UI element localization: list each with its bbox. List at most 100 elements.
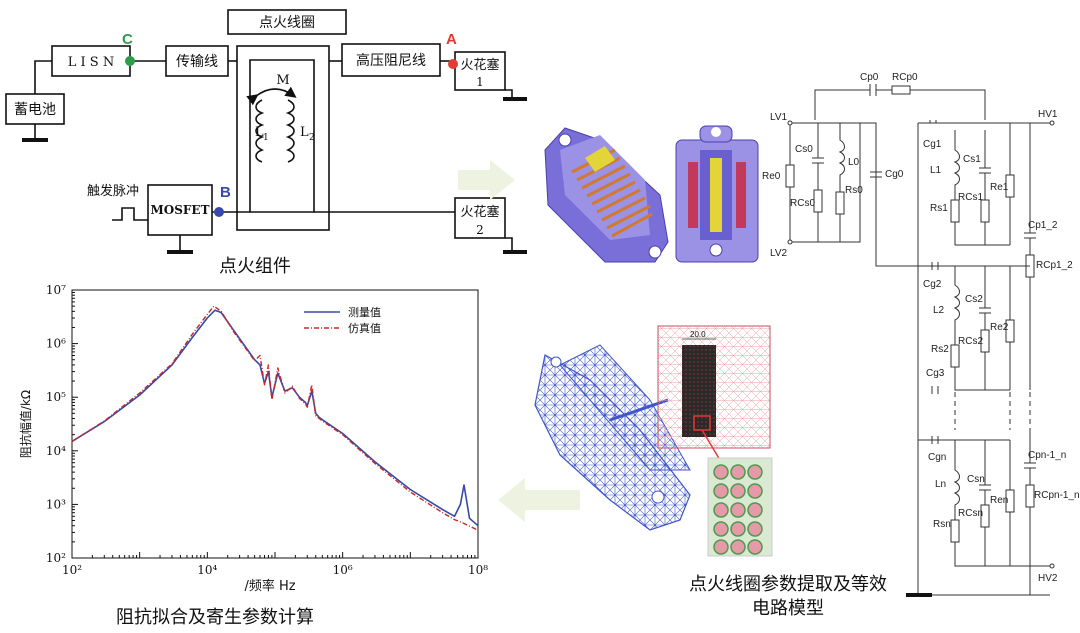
label-rs0: Rs0 xyxy=(845,185,863,196)
transmission-line-label: 传输线 xyxy=(176,54,218,70)
flow-arrow-left xyxy=(498,478,580,522)
battery-ground xyxy=(22,138,48,142)
trigger-pulse-label: 触发脉冲 xyxy=(87,183,139,199)
label-csn: Csn xyxy=(967,474,985,485)
ignition-caption: 点火组件 xyxy=(219,256,291,277)
ignition-circuit: 点火线圈 L I S N 传输线 高压阻尼线 火花塞 1 火花塞 2 蓄电池 M… xyxy=(5,9,527,277)
label-ln: Ln xyxy=(935,479,946,490)
label-rsn: Rsn xyxy=(933,519,951,530)
l1-label: L xyxy=(255,125,264,140)
hv-resistor-line-box xyxy=(341,43,441,77)
coil-3d-model xyxy=(544,127,669,263)
l1-winding xyxy=(255,99,265,163)
y-tick-label: 10² xyxy=(46,551,66,565)
mosfet-label: MOSFET xyxy=(151,203,210,217)
plot-frame xyxy=(71,289,479,559)
trigger-pulse-waveform xyxy=(112,207,148,221)
spark-plug-2-num: 2 xyxy=(476,223,484,237)
label-rcpn: RCpn-1_n xyxy=(1034,490,1080,501)
y-tick-label: 10⁵ xyxy=(46,390,66,404)
l1-sub: 1 xyxy=(263,133,269,143)
label-hv1: HV1 xyxy=(1038,109,1058,120)
label-lv2: LV2 xyxy=(770,248,787,259)
label-cp0: Cp0 xyxy=(860,72,879,83)
node-c xyxy=(125,56,135,66)
label-cpn: Cpn-1_n xyxy=(1028,450,1066,461)
mosfet-box xyxy=(147,184,213,236)
chart-caption: 阻抗拟合及寄生参数计算 xyxy=(116,607,314,628)
label-cg3: Cg3 xyxy=(926,368,945,379)
spark-plug-1-num: 1 xyxy=(476,75,484,89)
mosfet-ground xyxy=(167,250,193,254)
mutual-label: M xyxy=(276,73,289,88)
coil-cross-section xyxy=(675,125,759,263)
label-cg0: Cg0 xyxy=(885,169,904,180)
node-b xyxy=(214,207,224,217)
label-cp1-2: Cp1_2 xyxy=(1028,220,1058,231)
equivalent-circuit: Cp0 RCp0 LV1 LV2 Re0 Cs0 RCs0 L0 Rs0 Cg0… xyxy=(762,72,1080,597)
label-rcp1-2: RCp1_2 xyxy=(1036,260,1073,271)
node-c-label: C xyxy=(122,31,133,48)
x-axis-label: /频率 Hz xyxy=(244,578,295,594)
label-hv2: HV2 xyxy=(1038,573,1058,584)
legend: 测量值 仿真值 xyxy=(304,306,381,335)
series-simulated xyxy=(71,305,479,531)
label-cgn: Cgn xyxy=(928,452,946,463)
label-l2: L2 xyxy=(933,305,945,316)
label-rs1: Rs1 xyxy=(930,203,948,214)
y-tick-label: 10⁴ xyxy=(46,444,66,458)
battery-label: 蓄电池 xyxy=(14,102,56,118)
coil-title-box xyxy=(227,9,347,35)
label-rs2: Rs2 xyxy=(931,344,949,355)
lisn-box xyxy=(51,45,131,77)
spark-plug-1-ground xyxy=(503,97,527,101)
y-tick-label: 10⁶ xyxy=(46,337,66,351)
y-axis-label: 阻抗幅值/kΩ xyxy=(18,390,33,458)
legend-simulated: 仿真值 xyxy=(348,321,381,335)
label-rcs1: RCs1 xyxy=(958,192,983,203)
label-rcs2: RCs2 xyxy=(958,336,983,347)
label-re2: Re2 xyxy=(990,322,1009,333)
label-l0: L0 xyxy=(848,157,860,168)
eq-caption-line2: 电路模型 xyxy=(752,598,824,619)
node-a xyxy=(448,59,458,69)
spark-plug-1-box xyxy=(454,51,506,91)
label-cs0: Cs0 xyxy=(795,144,813,155)
mesh-dimension: 20.0 xyxy=(690,330,706,339)
label-rcsn: RCsn xyxy=(958,508,983,519)
label-rcp0: RCp0 xyxy=(892,72,918,83)
label-ren: Ren xyxy=(990,495,1008,506)
x-tick-label: 10⁸ xyxy=(468,563,488,577)
transmission-line-box xyxy=(165,45,229,77)
label-cs2: Cs2 xyxy=(965,294,983,305)
label-re1: Re1 xyxy=(990,182,1009,193)
spark-plug-2-label: 火花塞 xyxy=(460,204,499,220)
l2-label: L xyxy=(300,125,309,140)
mutual-arrow xyxy=(246,86,297,106)
node-b-label: B xyxy=(220,184,231,201)
node-a-label: A xyxy=(446,31,457,48)
spark-plug-2-box xyxy=(454,197,506,239)
spark-plug-2-ground xyxy=(503,250,527,254)
label-l1: L1 xyxy=(930,165,942,176)
l2-winding xyxy=(285,99,295,163)
label-cs1: Cs1 xyxy=(963,154,981,165)
x-tick-label: 10⁶ xyxy=(333,563,353,577)
label-rcs0: RCs0 xyxy=(790,198,815,209)
l2-sub: 2 xyxy=(309,133,315,143)
spark-plug-1-label: 火花塞 xyxy=(460,57,499,73)
label-lv1: LV1 xyxy=(770,112,787,123)
label-cg1: Cg1 xyxy=(923,139,942,150)
label-cg2: Cg2 xyxy=(923,279,942,290)
coil-title: 点火线圈 xyxy=(259,15,315,31)
eq-caption-line1: 点火线圈参数提取及等效 xyxy=(689,574,887,595)
x-tick-label: 10² xyxy=(62,563,82,577)
y-tick-label: 10⁷ xyxy=(46,283,66,297)
x-tick-label: 10⁴ xyxy=(197,563,217,577)
lisn-label: L I S N xyxy=(68,55,114,70)
flow-arrow-right xyxy=(458,160,515,200)
eq-ground xyxy=(906,593,932,597)
label-re0: Re0 xyxy=(762,171,781,182)
